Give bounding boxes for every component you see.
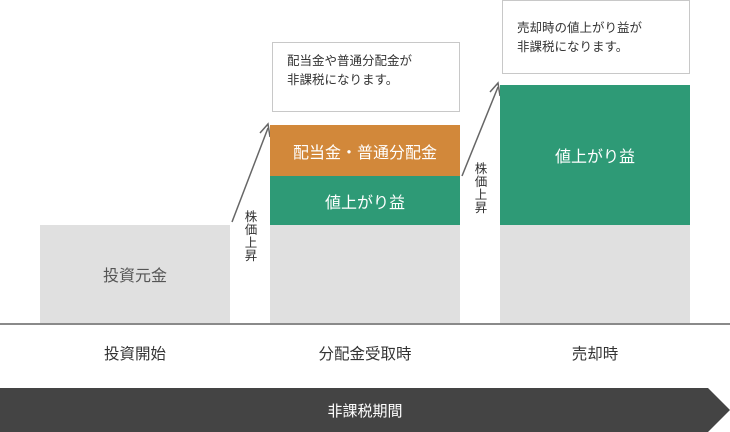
capital-gain-label-2: 値上がり益 xyxy=(324,192,405,212)
dividend-label: 配当金・普通分配金 xyxy=(292,142,437,162)
rise-arrow-1 xyxy=(231,122,271,223)
principal-bar: 投資元金 xyxy=(40,225,230,323)
dividend-bar: 配当金・普通分配金 xyxy=(270,125,460,176)
stock-rise-label-1: 株価上昇 xyxy=(244,209,258,263)
tax-free-period-label: 非課税期間 xyxy=(327,401,403,420)
capital-gain-label-3: 値上がり益 xyxy=(554,147,635,166)
sale-note: 売却時の値上がり益が 非課税になります。 xyxy=(502,0,690,74)
capital-gain-bar-3: 値上がり益 xyxy=(500,85,690,225)
tax-free-period-arrow xyxy=(0,388,730,432)
rise-arrow-2 xyxy=(461,81,501,177)
stage-label-dividend: 分配金受取時 xyxy=(318,345,412,363)
principal-bar-2 xyxy=(270,225,460,323)
principal-bar-3 xyxy=(500,225,690,323)
stock-rise-label-2: 株価上昇 xyxy=(474,161,488,215)
dividend-note: 配当金や普通分配金が 非課税になります。 xyxy=(272,42,460,112)
baseline xyxy=(0,323,730,325)
stage-label-start: 投資開始 xyxy=(103,345,166,363)
principal-label: 投資元金 xyxy=(102,266,167,285)
stage-label-sale: 売却時 xyxy=(571,345,619,363)
capital-gain-bar-2: 値上がり益 xyxy=(270,176,460,225)
